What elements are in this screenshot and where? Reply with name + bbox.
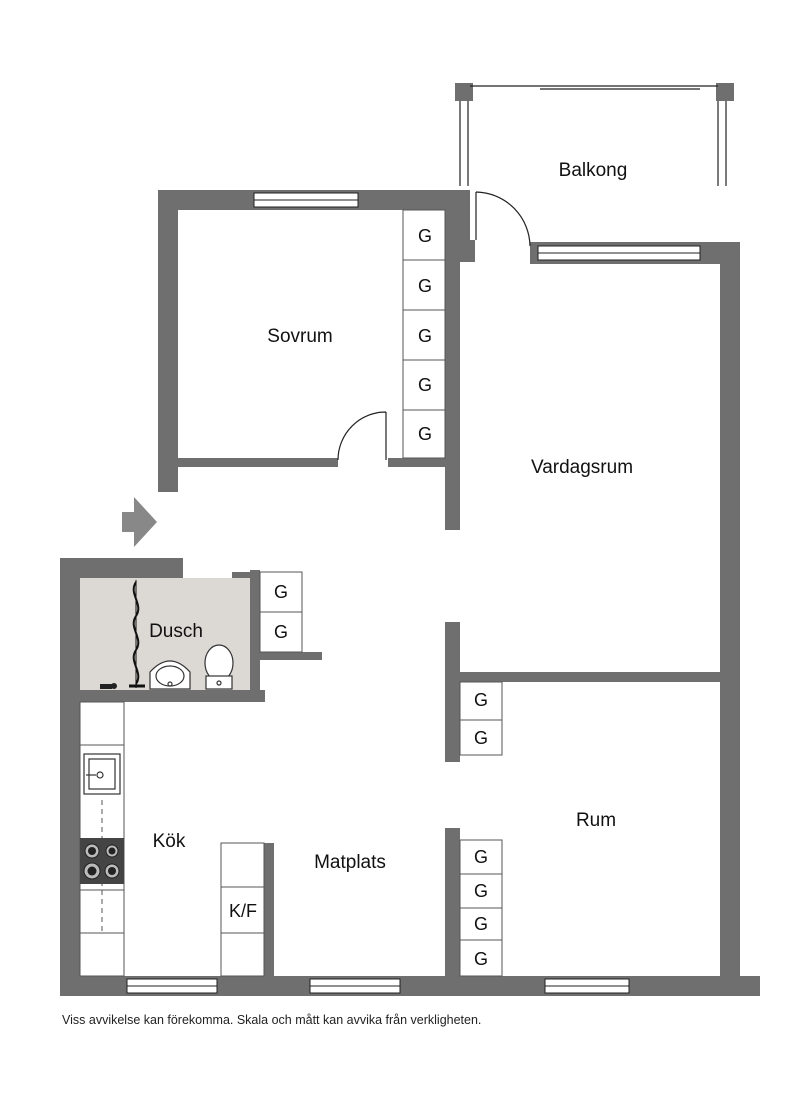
wardrobe-mark: G	[474, 914, 488, 934]
disclaimer-text: Viss avvikelse kan förekomma. Skala och …	[62, 1013, 482, 1027]
walls	[60, 83, 760, 996]
wardrobe-mark: G	[474, 847, 488, 867]
wardrobes-rum	[459, 681, 503, 977]
room-label-sovrum: Sovrum	[267, 326, 332, 347]
wardrobe-mark: G	[418, 424, 432, 444]
wardrobes-sovrum	[402, 209, 446, 459]
room-label-dusch: Dusch	[149, 621, 203, 642]
wardrobe-mark: G	[474, 728, 488, 748]
entrance-arrow-icon	[122, 497, 157, 547]
wardrobe-mark: G	[418, 326, 432, 346]
room-label-matplats: Matplats	[314, 852, 386, 873]
fridge-freezer-mark: K/F	[229, 901, 257, 921]
wardrobe-mark: G	[474, 690, 488, 710]
kitchen-sink-icon	[83, 753, 121, 795]
floor-drain-icon	[100, 683, 117, 689]
washbasin-icon	[149, 660, 191, 690]
fridge-cabinet	[220, 842, 265, 977]
room-label-balkong: Balkong	[559, 160, 628, 181]
windows	[126, 192, 701, 994]
shower-curtain-icon	[129, 580, 145, 688]
doors	[337, 191, 531, 461]
toilet-icon	[204, 644, 234, 690]
room-label-vardagsrum: Vardagsrum	[531, 457, 633, 478]
wardrobe-mark: G	[418, 375, 432, 395]
room-label-rum: Rum	[576, 810, 616, 831]
wardrobe-mark: G	[274, 582, 288, 602]
room-label-kok: Kök	[153, 831, 186, 852]
stove-icon	[80, 838, 124, 884]
wardrobe-marks: G G G G G G G G G G G G G	[274, 226, 488, 969]
wardrobe-mark: G	[474, 949, 488, 969]
balcony-outline	[459, 85, 727, 186]
wardrobes-hall	[259, 571, 303, 653]
wardrobe-mark: G	[474, 881, 488, 901]
wardrobe-mark: G	[418, 276, 432, 296]
wardrobe-mark: G	[274, 622, 288, 642]
wardrobe-mark: G	[418, 226, 432, 246]
